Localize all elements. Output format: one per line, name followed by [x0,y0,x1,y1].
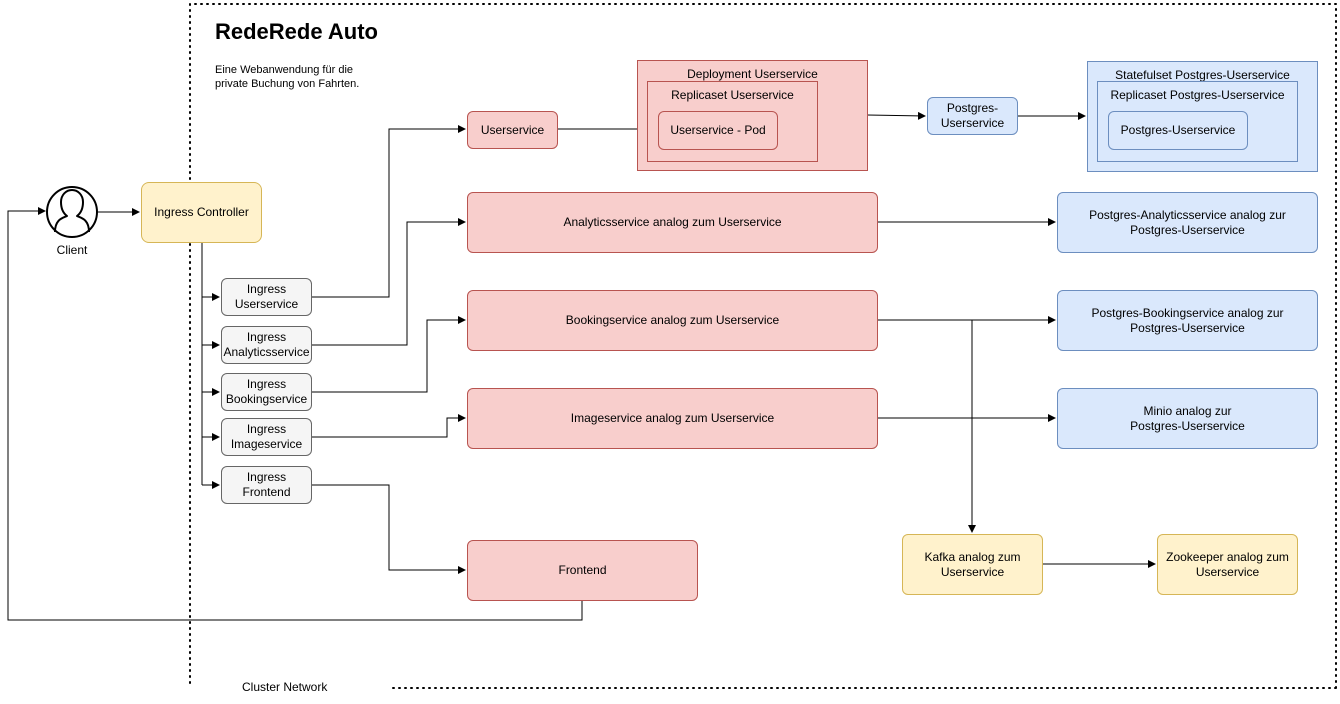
edge-ingress-analytics [312,218,466,346]
cluster-network-label: Cluster Network [242,680,328,694]
ingress-imageservice-node[interactable]: Ingress Imageservice [221,418,312,456]
analyticsservice-node[interactable]: Analyticsservice analog zum Userservice [467,192,878,253]
deployment-userservice-label: Deployment Userservice [687,67,818,81]
ingress-bookingservice-node[interactable]: Ingress Bookingservice [221,373,312,411]
bookingservice-node[interactable]: Bookingservice analog zum Userservice [467,290,878,351]
postgres-bookingservice-node[interactable]: Postgres-Bookingservice analog zur Postg… [1057,290,1318,351]
edge-frontend-client [7,207,583,621]
edge-deployment-postgres [866,111,926,120]
imageservice-node[interactable]: Imageservice analog zum Userservice [467,388,878,449]
postgres-userservice-pod-node[interactable]: Postgres-Userservice [1108,111,1248,150]
page-subtitle: Eine Webanwendung für die private Buchun… [215,64,360,90]
kafka-node[interactable]: Kafka analog zum Userservice [902,534,1043,595]
client-label: Client [56,243,88,257]
postgres-userservice-service-node[interactable]: Postgres- Userservice [927,97,1018,135]
ingress-frontend-node[interactable]: Ingress Frontend [221,466,312,504]
minio-node[interactable]: Minio analog zur Postgres-Userservice [1057,388,1318,449]
statefulset-postgres-label: Statefulset Postgres-Userservice [1115,68,1290,82]
cluster-network-boundary [189,3,1337,689]
edge-ingress-userservice [312,125,466,298]
frontend-node[interactable]: Frontend [467,540,698,601]
userservice-node[interactable]: Userservice [467,111,558,149]
user-icon [46,186,98,238]
edge-ingress-booking [312,316,466,393]
userservice-pod-node[interactable]: Userservice - Pod [658,111,778,150]
postgres-analyticsservice-node[interactable]: Postgres-Analyticsservice analog zur Pos… [1057,192,1318,253]
ingress-userservice-node[interactable]: Ingress Userservice [221,278,312,316]
replicaset-postgres-label: Replicaset Postgres-Userservice [1110,88,1285,102]
edge-ingress-frontend [312,484,466,574]
ingress-analyticsservice-node[interactable]: Ingress Analyticsservice [221,326,312,364]
zookeeper-node[interactable]: Zookeeper analog zum Userservice [1157,534,1298,595]
edge-ingress-image [312,414,466,438]
page-title: RedeRede Auto [215,19,378,44]
replicaset-userservice-label: Replicaset Userservice [671,88,794,102]
ingress-controller-node[interactable]: Ingress Controller [141,182,262,243]
